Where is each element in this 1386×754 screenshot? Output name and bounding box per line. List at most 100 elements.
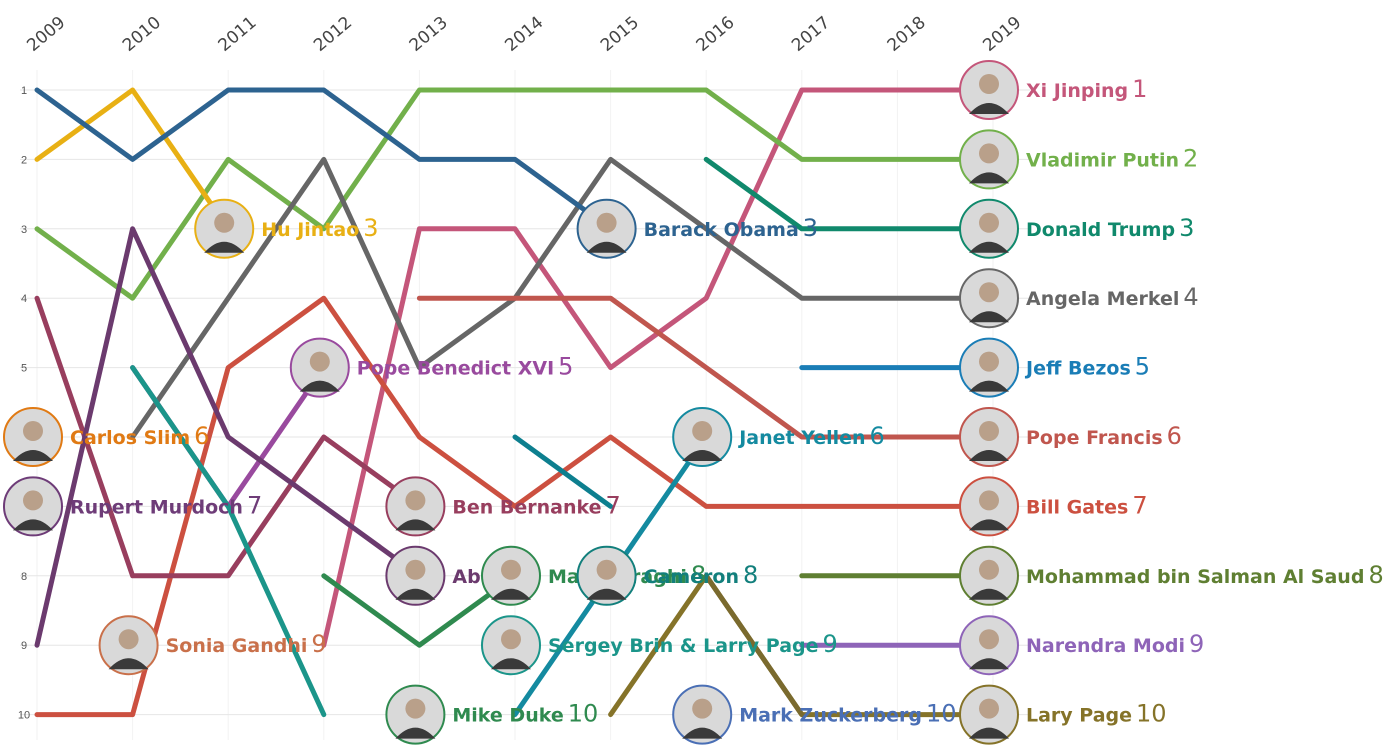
person-rank: 8 [691, 561, 706, 589]
avatar-shoulders [969, 311, 1009, 323]
avatar-face [979, 212, 999, 233]
avatar-shoulders [395, 588, 436, 600]
avatar-shoulders [969, 241, 1009, 253]
person-label: Ab [385, 545, 481, 606]
person-name-text: Mohammad bin Salman Al Saud [1026, 566, 1364, 588]
x-tick-label: 2014 [501, 13, 547, 56]
avatar-shoulders [395, 519, 436, 531]
avatar-shoulders [969, 727, 1009, 739]
series-line [34, 295, 422, 579]
grid [20, 70, 1030, 740]
person-rank: 7 [606, 491, 621, 519]
person-rank: 10 [568, 700, 599, 728]
person-name-text: Pope Francis [1026, 427, 1163, 449]
x-tick-label: 2011 [215, 13, 261, 56]
series-line [321, 573, 518, 648]
person-name: Ab [452, 566, 480, 588]
y-tick-label: 1 [21, 85, 27, 97]
series-line [34, 87, 614, 232]
y-tick-label: 4 [21, 293, 27, 305]
person-rank: 3 [1179, 214, 1194, 242]
x-tick-label: 2013 [406, 13, 452, 56]
avatar-face [596, 212, 617, 233]
avatar-face [979, 351, 999, 372]
avatar-shoulders [586, 241, 627, 253]
x-tick-label: 2016 [693, 13, 739, 56]
series-line [34, 87, 231, 232]
person-name-text: Lary Page [1026, 705, 1132, 727]
series-line [34, 226, 422, 648]
avatar-shoulders [969, 450, 1009, 461]
avatar-face [979, 282, 999, 303]
avatar-face [692, 698, 713, 719]
person-name-text: Ab [452, 566, 480, 588]
avatar-face [979, 74, 999, 94]
series-line [512, 434, 614, 509]
series-line [34, 87, 996, 301]
avatar-shoulders [395, 727, 436, 739]
avatar-face [979, 143, 999, 164]
y-tick-label: 8 [21, 571, 27, 583]
avatar-shoulders [969, 172, 1009, 184]
person-name-text: Barack Obama [644, 219, 799, 241]
series-line [130, 156, 996, 440]
avatar-shoulders [969, 658, 1009, 670]
avatar-face [23, 490, 43, 511]
person-name-text: Cameron [644, 566, 739, 588]
person-name-text: Narendra Modi [1026, 635, 1185, 657]
avatar-face [405, 698, 426, 719]
person-rank: 1 [1132, 75, 1147, 103]
person-rank: 9 [1189, 630, 1204, 658]
avatar-shoulders [969, 519, 1009, 531]
person-rank: 9 [311, 630, 326, 658]
person-name-text: Vladimir Putin [1026, 149, 1179, 171]
person-rank: 7 [1132, 491, 1147, 519]
avatar-shoulders [491, 658, 531, 670]
person-rank: 2 [1183, 144, 1198, 172]
avatar-face [309, 351, 330, 372]
avatar-face [405, 559, 426, 580]
avatar-shoulders [682, 727, 723, 739]
avatar-face [692, 421, 713, 441]
x-tick-label: 2017 [788, 13, 834, 56]
avatar-face [501, 629, 521, 650]
person-name-text: Xi Jinping [1026, 80, 1128, 102]
person-name-text: Angela Merkel [1026, 288, 1179, 310]
avatar-face [979, 421, 999, 441]
x-tick-label: 2015 [597, 13, 643, 56]
avatar-face [979, 490, 999, 511]
avatar-face [23, 421, 43, 441]
person-rank: 10 [926, 700, 957, 728]
avatar-shoulders [108, 658, 149, 670]
person-name-text: Bill Gates [1026, 496, 1128, 518]
avatar-shoulders [969, 588, 1009, 600]
person-rank: 4 [1183, 283, 1198, 311]
avatar-shoulders [13, 519, 53, 531]
y-tick-label: 2 [21, 154, 27, 166]
